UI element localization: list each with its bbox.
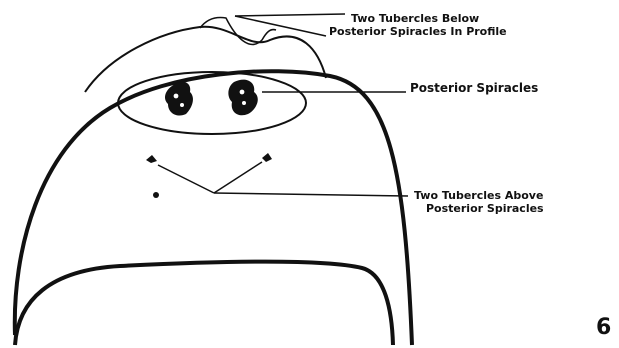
label-tubercles-above-line1: Two Tubercles Above: [414, 189, 544, 202]
figure-number: 6: [596, 316, 611, 340]
label-tubercles-below-line1: Two Tubercles Below: [329, 12, 507, 25]
stigmal-plate-outline: [85, 27, 326, 92]
tubercles-below-profile: [200, 17, 276, 44]
posterior-spiracle-right: [228, 80, 257, 116]
leader-tubercles-above-right: [214, 162, 262, 193]
label-tubercles-above: Two Tubercles Above Posterior Spiracles: [414, 189, 544, 215]
label-tubercles-above-line2: Posterior Spiracles: [414, 202, 544, 215]
inner-segment-outline: [15, 262, 393, 345]
outer-segment-outline: [15, 71, 412, 345]
posterior-spiracle-left: [165, 82, 193, 116]
spiracle-area-oval: [118, 72, 306, 134]
tubercle-above-left-upper: [146, 155, 157, 163]
tubercle-above-right-upper: [262, 153, 272, 162]
leader-tubercles-below-b: [235, 16, 326, 36]
label-tubercles-below: Two Tubercles Below Posterior Spiracles …: [329, 12, 507, 38]
label-tubercles-below-line2: Posterior Spiracles In Profile: [329, 25, 507, 38]
tubercle-above-left-lower: [153, 192, 159, 198]
leader-tubercles-above-horizontal: [214, 193, 408, 196]
leader-tubercles-above-left: [158, 165, 214, 193]
label-posterior-spiracles: Posterior Spiracles: [410, 82, 538, 95]
